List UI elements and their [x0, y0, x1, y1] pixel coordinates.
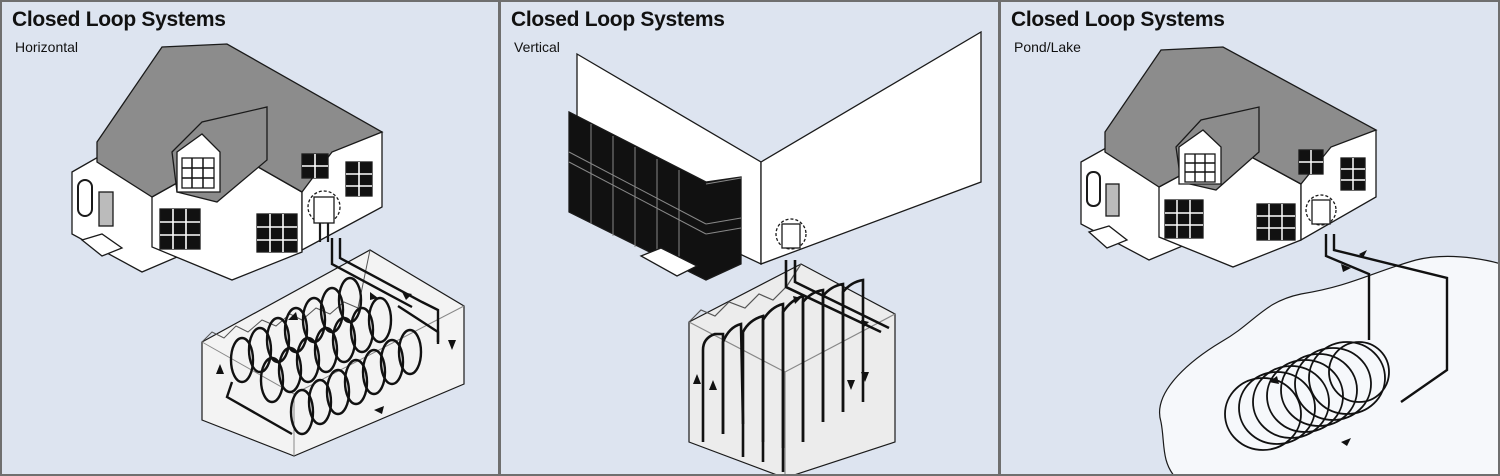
horizontal-loop-illustration	[71, 43, 465, 457]
panel-horizontal: Closed Loop Systems Horizontal	[0, 0, 500, 476]
house-icon	[71, 43, 384, 281]
house-icon	[1080, 46, 1378, 268]
vertical-loop-illustration	[568, 30, 982, 474]
pond-coils	[1224, 234, 1449, 451]
panel-subtitle: Vertical	[514, 39, 560, 55]
vertical-boreholes	[701, 260, 890, 472]
panel-vertical: Closed Loop Systems Vertical	[500, 0, 1000, 476]
heat-pump-unit-icon	[307, 190, 341, 242]
heat-pump-unit-icon	[775, 218, 807, 250]
pond-loop-illustration	[1080, 46, 1498, 474]
panel-title: Closed Loop Systems	[1011, 8, 1225, 31]
panel-title: Closed Loop Systems	[12, 8, 226, 31]
panel-pond-lake: Closed Loop Systems Pond/Lake	[1000, 0, 1500, 476]
flow-arrows	[1269, 250, 1367, 446]
pond	[1158, 255, 1498, 474]
panel-title: Closed Loop Systems	[511, 8, 725, 31]
trench-box	[201, 249, 465, 457]
panel-subtitle: Horizontal	[15, 39, 79, 55]
heat-pump-unit-icon	[1305, 194, 1337, 226]
horizontal-coils	[225, 238, 440, 436]
flow-arrows	[216, 292, 456, 414]
flow-arrows	[693, 296, 869, 390]
office-building-icon	[568, 30, 982, 281]
panel-subtitle: Pond/Lake	[1014, 39, 1081, 55]
